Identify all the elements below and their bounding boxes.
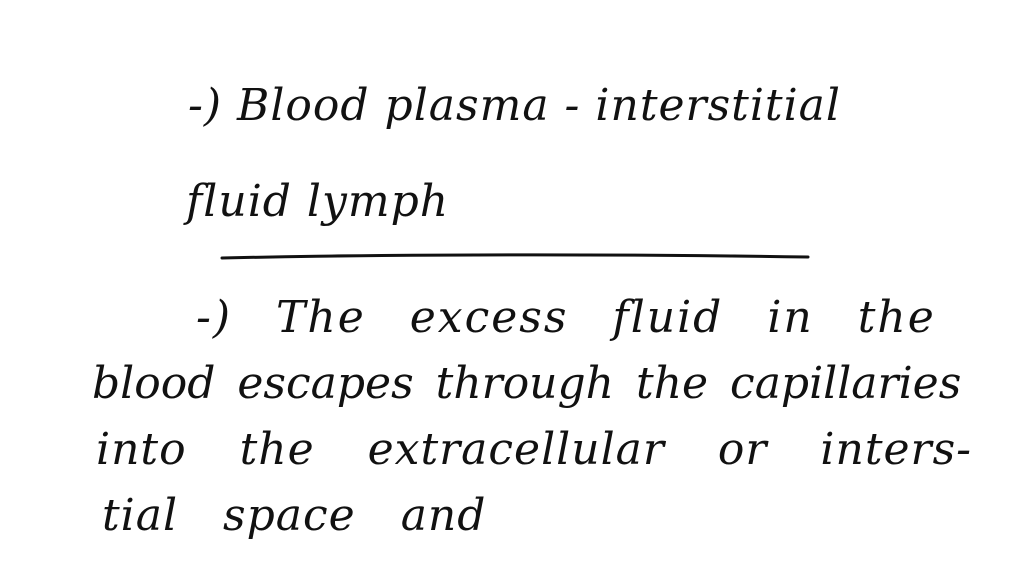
note-line-1: -) Blood plasma - interstitial — [188, 80, 841, 131]
note-line-3: -) The excess fluid in the — [196, 292, 936, 343]
note-line-6: tial space and — [102, 490, 487, 541]
note-line-2: fluid lymph — [186, 176, 450, 227]
note-line-5: into the extracellular or inters- — [96, 424, 973, 475]
note-line-4: blood escapes through the capillaries — [92, 358, 962, 409]
